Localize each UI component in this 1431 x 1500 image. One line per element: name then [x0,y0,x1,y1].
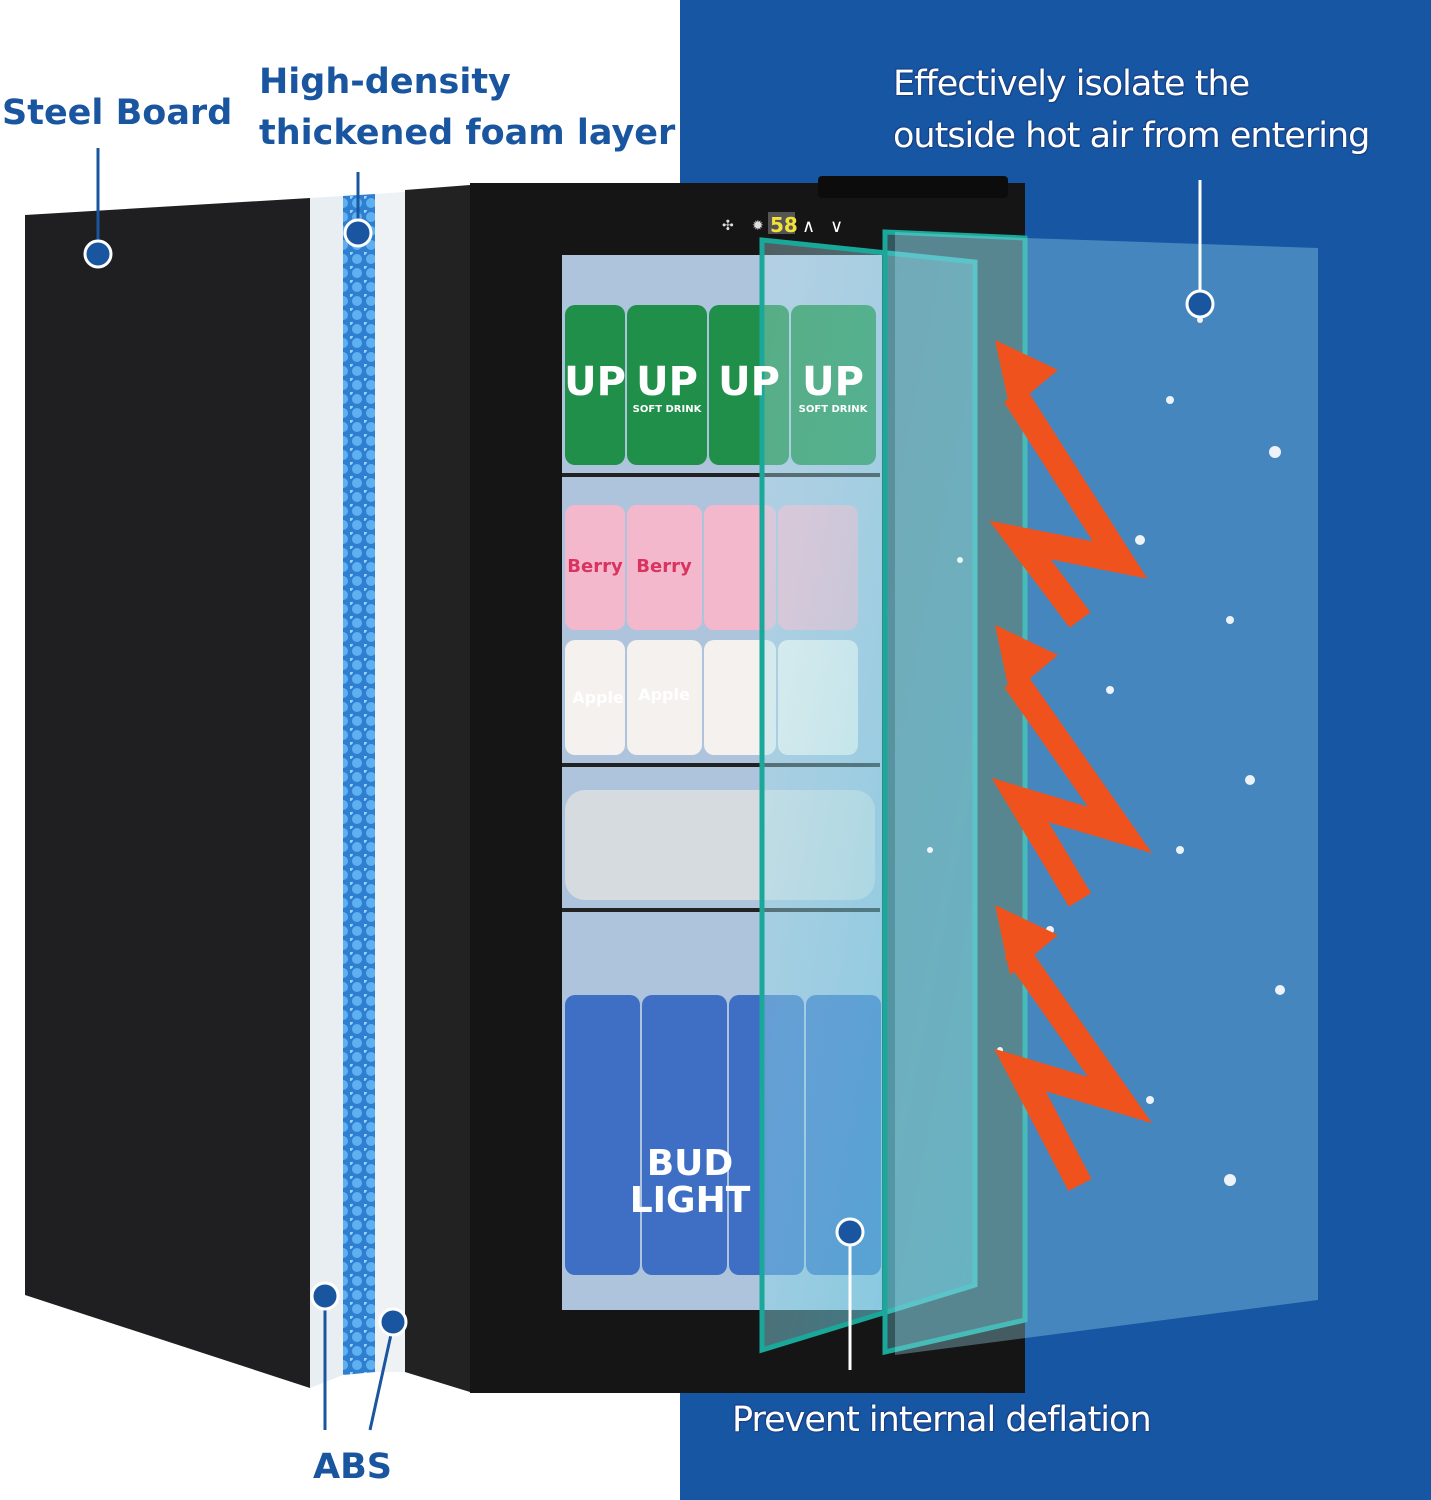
callout-lines-white [848,180,1202,1370]
can-label-berry: Berry [636,556,692,577]
callout-dots [83,218,1215,1337]
deflation-label: Prevent internal deflation [732,1400,1152,1440]
foam-label-line1: High-density [259,62,511,102]
can-label-berry: Berry [567,556,623,577]
callout-lines [96,148,394,1431]
arrow-heads [995,340,1058,975]
can-labels: UP UP UP UP SOFT DRINK SOFT DRINK Berry … [564,359,868,1221]
can-label-soft-drink: SOFT DRINK [799,404,869,415]
glass-pane-middle [882,229,1028,1356]
fan-icon: ✣ [722,218,734,234]
can-label-up: UP [802,359,864,405]
steel-board-label: Steel Board [2,93,233,133]
top-knob [818,176,1008,198]
foam-layer [343,194,375,1375]
down-arrow-icon: ∨ [830,216,843,237]
isolate-label-line1: Effectively isolate the [893,64,1250,104]
can-label-up: UP [564,359,626,405]
abs-label: ABS [313,1447,392,1487]
can-label-up: UP [636,359,698,405]
abs-layer-inner [375,192,405,1372]
can-label-apple: Apple [572,688,624,707]
glass-pane-inner [759,237,978,1354]
fridge-side [405,185,470,1392]
can-label-soft-drink: SOFT DRINK [633,404,703,415]
steel-board-panel [25,198,310,1388]
temperature-display: 58 [770,213,798,237]
can-label-light: LIGHT [630,1180,751,1221]
hot-air-arrows [989,388,1153,1192]
light-icon: ✹ [752,218,764,234]
snowflakes [927,317,1285,1186]
up-arrow-icon: ∧ [802,216,815,237]
isolate-label-line2: outside hot air from entering [893,116,1370,156]
abs-layer-outer [310,196,343,1388]
foam-label-line2: thickened foam layer [259,113,676,153]
can-label-up: UP [718,359,780,405]
can-label-bud: BUD [647,1143,734,1184]
can-label-apple: Apple [638,685,690,704]
